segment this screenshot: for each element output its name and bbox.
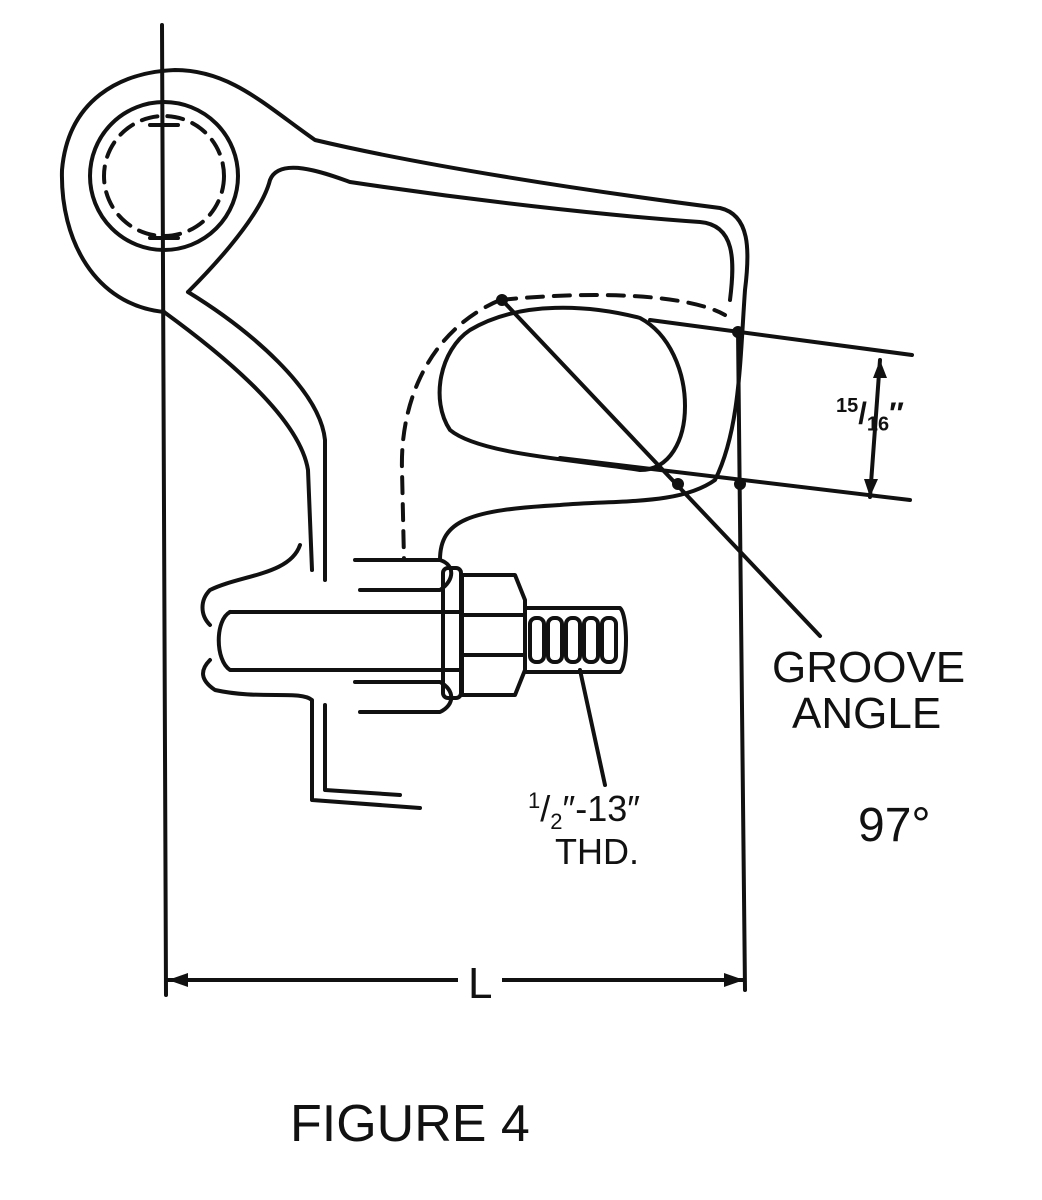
- clamp-neck: [162, 310, 314, 572]
- leader-dot: [734, 478, 746, 490]
- figure-caption: FIGURE 4: [290, 1095, 530, 1153]
- leader-dot: [732, 326, 744, 338]
- thickness-dim-line: [868, 358, 882, 499]
- groove-angle-value: 97°: [858, 799, 931, 852]
- length-dimension-label: L: [458, 962, 503, 1006]
- leader-dot: [496, 294, 508, 306]
- thread-spec-label-line2: THD.: [555, 831, 639, 872]
- clamp-body-outline: [59, 68, 750, 562]
- thickness-dimension-label: 15/16″: [836, 395, 904, 436]
- bolt-head: [216, 610, 462, 672]
- clamp-jaw-lower-inner: [323, 703, 402, 797]
- clamp-jaw-lower: [201, 658, 422, 810]
- groove-angle-leader: [500, 298, 822, 638]
- thread-turn: [564, 616, 582, 664]
- thread-turn: [582, 616, 600, 664]
- clamp-body-inner: [186, 165, 735, 302]
- right-extension-line: [736, 328, 747, 992]
- thread-spec-label: 1/2″-13″: [528, 788, 641, 835]
- hidden-groove-contour: [399, 293, 727, 562]
- thread-leader: [578, 668, 607, 787]
- thread-turn: [546, 616, 564, 664]
- leader-dot: [672, 478, 684, 490]
- thread-turn: [528, 616, 546, 664]
- thread-turn: [600, 616, 618, 664]
- thickness-ext-bottom: [558, 456, 912, 502]
- clamp-neck-inner: [186, 290, 327, 582]
- groove-pocket: [437, 305, 687, 472]
- clamp-flange: [353, 558, 454, 592]
- arrowhead: [873, 360, 887, 378]
- groove-angle-title-line1: GROOVE: [772, 643, 966, 692]
- center-line: [160, 23, 168, 997]
- eye-hole: [88, 100, 240, 252]
- clamp-flange-lower: [353, 680, 454, 714]
- thickness-ext-top: [648, 318, 914, 357]
- arrowhead: [168, 973, 188, 987]
- clamp-jaw-upper: [200, 543, 302, 627]
- threaded-stud: [523, 606, 628, 674]
- groove-angle-title-line2: ANGLE: [792, 689, 942, 738]
- hex-nut: [460, 573, 527, 697]
- arrowhead: [864, 479, 878, 497]
- arrowhead: [724, 973, 744, 987]
